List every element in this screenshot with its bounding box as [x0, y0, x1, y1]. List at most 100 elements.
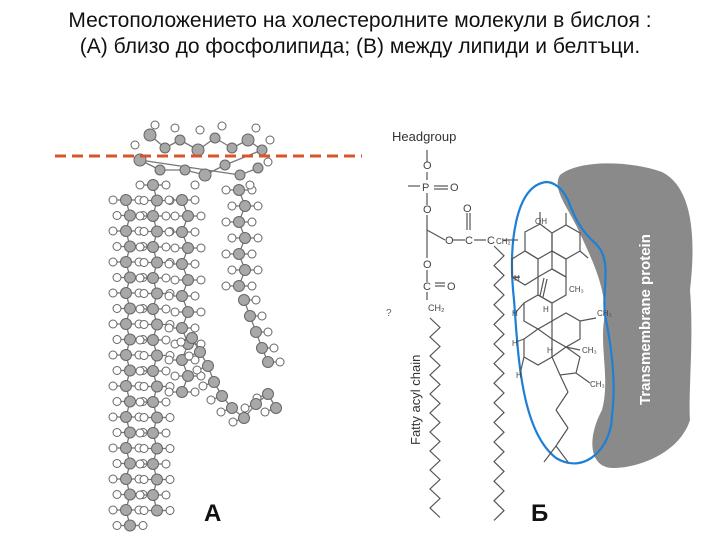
- hydrogen-atom: [261, 408, 269, 416]
- carbon-atom: [121, 350, 132, 361]
- hydrogen-atom: [276, 358, 284, 366]
- carbon-atom: [121, 474, 132, 485]
- hydrogen-atom: [140, 228, 148, 236]
- hydrogen-atom: [140, 507, 148, 515]
- carbon-atom: [195, 347, 206, 358]
- carbon-atom: [121, 226, 132, 237]
- hydrogen-atom: [254, 234, 262, 242]
- group-ch2: CH₂: [496, 237, 511, 246]
- carbon-atom: [177, 227, 188, 238]
- hydrogen-atom: [177, 338, 185, 346]
- hydrogen-atom: [109, 475, 117, 483]
- carbon-atom: [125, 272, 136, 283]
- hydrogen-atom: [252, 124, 260, 132]
- hydrogen-atom: [165, 228, 173, 236]
- hydrogen-atom: [162, 491, 170, 499]
- carbon-atom: [148, 459, 159, 470]
- hydrogen-atom: [191, 260, 199, 268]
- hydrogen-atom: [264, 158, 272, 166]
- carbon-atom: [257, 145, 267, 155]
- hydrogen-atom: [165, 356, 173, 364]
- carbon-atom: [125, 427, 136, 438]
- atom-h: H: [543, 305, 549, 314]
- carbon-atom: [251, 327, 262, 338]
- hydrogen-atom: [109, 444, 117, 452]
- carbon-atom: [183, 371, 194, 382]
- carbon-atom: [148, 335, 159, 346]
- group-oh: OH: [535, 217, 547, 226]
- hydrogen-atom: [218, 122, 226, 130]
- carbon-atom: [242, 134, 254, 146]
- atom-h: H: [512, 309, 518, 318]
- group-ch3: CH₃: [569, 285, 584, 294]
- hydrogen-atom: [113, 398, 121, 406]
- hydrogen-atom: [109, 258, 117, 266]
- hydrogen-atom: [109, 351, 117, 359]
- hydrogen-atom: [136, 491, 144, 499]
- carbon-atom: [148, 242, 159, 253]
- carbon-atom: [239, 295, 250, 306]
- carbon-atom: [148, 397, 159, 408]
- carbon-atom: [160, 143, 170, 153]
- carbon-atom: [271, 403, 282, 414]
- atom-c: C: [465, 235, 473, 247]
- hydrogen-atom: [191, 388, 199, 396]
- atom-o: O: [423, 204, 432, 216]
- hydrogen-atom: [254, 202, 262, 210]
- carbon-atom: [183, 243, 194, 254]
- carbon-atom: [180, 165, 190, 175]
- hydrogen-atom: [113, 491, 121, 499]
- carbon-atom: [239, 413, 250, 424]
- hydrogen-atom: [165, 292, 173, 300]
- hydrogen-atom: [136, 274, 144, 282]
- carbon-atom: [152, 288, 163, 299]
- hydrogen-atom: [113, 305, 121, 313]
- carbon-atom: [175, 135, 185, 145]
- carbon-atom: [125, 303, 136, 314]
- hydrogen-atom: [252, 296, 260, 304]
- panel-b-diagram: Transmembrane protein Headgroup: [386, 129, 693, 520]
- hydrogen-atom: [171, 244, 179, 252]
- hydrogen-atom: [113, 212, 121, 220]
- hydrogen-atom: [196, 126, 204, 134]
- hydrogen-atom: [191, 324, 199, 332]
- hydrogen-atom: [264, 328, 272, 336]
- ball-and-stick-model: [109, 121, 284, 531]
- carbon-atom: [177, 323, 188, 334]
- hydrogen-atom: [248, 282, 256, 290]
- carbon-atom: [187, 333, 198, 344]
- carbon-atom: [121, 319, 132, 330]
- carbon-atom: [177, 259, 188, 270]
- transmembrane-protein-shape: [558, 163, 693, 468]
- hydrogen-atom: [151, 121, 159, 129]
- hydrogen-atom: [136, 243, 144, 251]
- hydrogen-atom: [171, 124, 179, 132]
- carbon-atom: [152, 195, 163, 206]
- carbon-atom: [125, 520, 136, 531]
- atom-h: H: [547, 346, 553, 355]
- hydrogen-atom: [136, 398, 144, 406]
- hydrogen-atom: [191, 196, 199, 204]
- hydrogen-atom: [139, 522, 147, 530]
- carbon-atom: [152, 350, 163, 361]
- carbon-atom: [148, 366, 159, 377]
- hydrogen-atom: [246, 181, 254, 189]
- group-ch3: CH₃: [597, 309, 612, 318]
- carbon-atom: [121, 505, 132, 516]
- hydrogen-atom: [191, 228, 199, 236]
- hydrogen-atom: [136, 460, 144, 468]
- hydrogen-atom: [113, 274, 121, 282]
- carbon-atom: [125, 334, 136, 345]
- panel-a-label: А: [204, 500, 221, 528]
- hydrogen-atom: [140, 321, 148, 329]
- hydrogen-atom: [109, 227, 117, 235]
- hydrogen-atom: [113, 367, 121, 375]
- hydrogen-atom: [113, 460, 121, 468]
- carbon-atom: [227, 403, 238, 414]
- fatty-acyl-chain-label: Fatty acyl chain: [408, 355, 423, 445]
- hydrogen-atom: [241, 404, 249, 412]
- cholesterol-molecule: [512, 212, 596, 462]
- fatty-acyl-chain-line: [494, 246, 504, 520]
- headgroup-atoms: O P O O O C O C CH₂ O C O CH₂: [422, 160, 511, 313]
